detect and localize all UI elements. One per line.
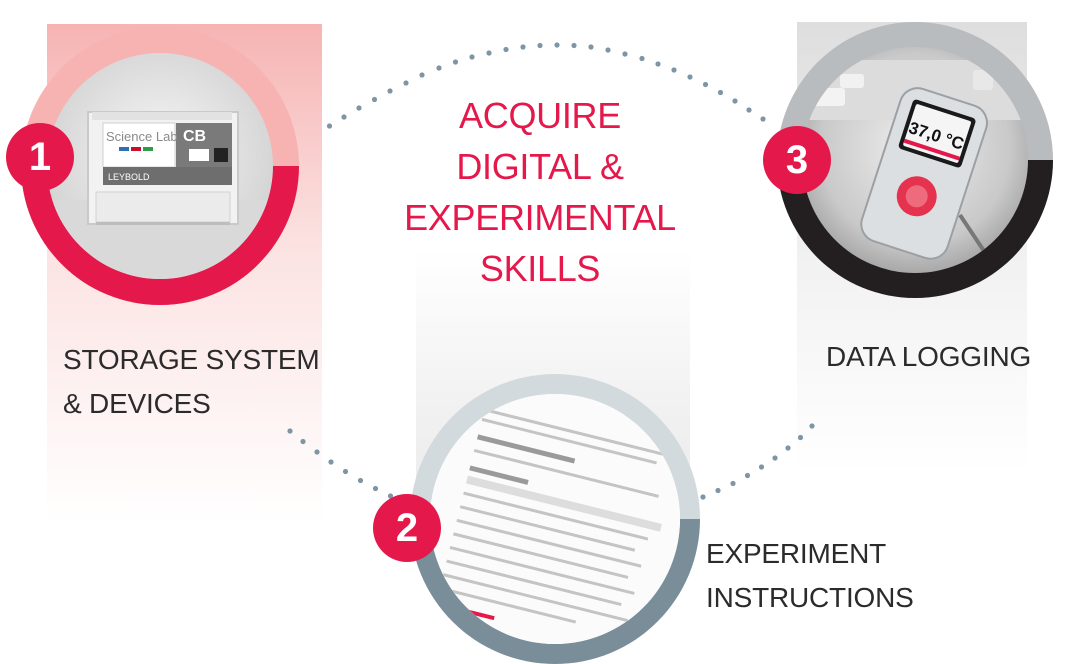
svg-text:LEYBOLD: LEYBOLD: [108, 172, 150, 182]
svg-text:CB: CB: [183, 128, 206, 145]
dotted-cycle-arc: [287, 42, 815, 506]
headline-line-2: DIGITAL &: [456, 146, 624, 187]
step-2-label: EXPERIMENT INSTRUCTIONS: [706, 538, 914, 613]
step-1-number-badge: 1: [6, 123, 74, 191]
step-3-number-badge: 3: [763, 126, 831, 194]
headline: ACQUIRE DIGITAL & EXPERIMENTAL SKILLS: [360, 90, 720, 294]
svg-text:Science Lab: Science Lab: [106, 129, 178, 144]
step-1-label: STORAGE SYSTEM & DEVICES: [63, 344, 320, 419]
data-logger-photo: 37,0 °C: [802, 60, 1028, 263]
step-2-number-badge: 2: [373, 494, 441, 562]
headline-line-1: ACQUIRE: [459, 95, 621, 136]
step-3-label: DATA LOGGING: [826, 341, 1032, 372]
headline-line-3: EXPERIMENTAL SKILLS: [404, 197, 676, 289]
instruction-sheet-photo: [430, 394, 680, 644]
